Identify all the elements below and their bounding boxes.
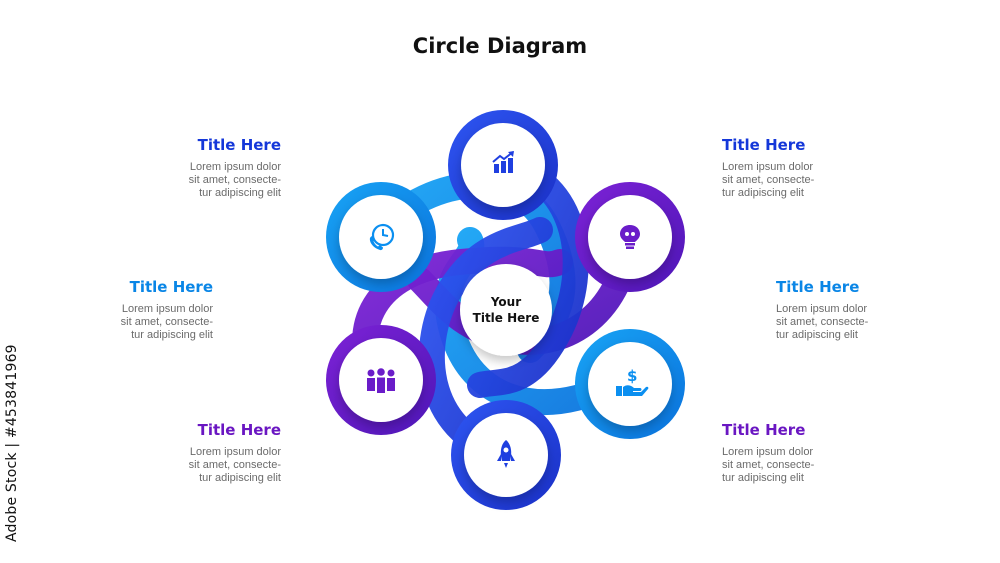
center-title-line1: Your <box>490 295 521 309</box>
block-title: Title Here <box>129 278 213 296</box>
team-icon <box>367 368 395 393</box>
block-title: Title Here <box>197 136 281 154</box>
phone-clock-icon <box>369 223 395 251</box>
money-hand-icon: $ <box>616 367 649 396</box>
center-disc <box>460 264 552 356</box>
stock-id-watermark: Adobe Stock | #453841969 <box>4 344 20 542</box>
rocket-icon <box>497 440 515 468</box>
block-title: Title Here <box>722 136 806 154</box>
node-discs <box>339 123 672 497</box>
ribbon-blue-bottom <box>418 217 553 468</box>
block-title: Title Here <box>197 421 281 439</box>
center-title-line2: Title Here <box>473 311 540 325</box>
block-title: Title Here <box>722 421 806 439</box>
chart-growth-icon <box>492 151 514 173</box>
page-title: Circle Diagram <box>412 34 588 58</box>
svg-text:$: $ <box>627 367 637 385</box>
lightbulb-icon <box>620 225 640 249</box>
block-title: Title Here <box>776 278 860 296</box>
